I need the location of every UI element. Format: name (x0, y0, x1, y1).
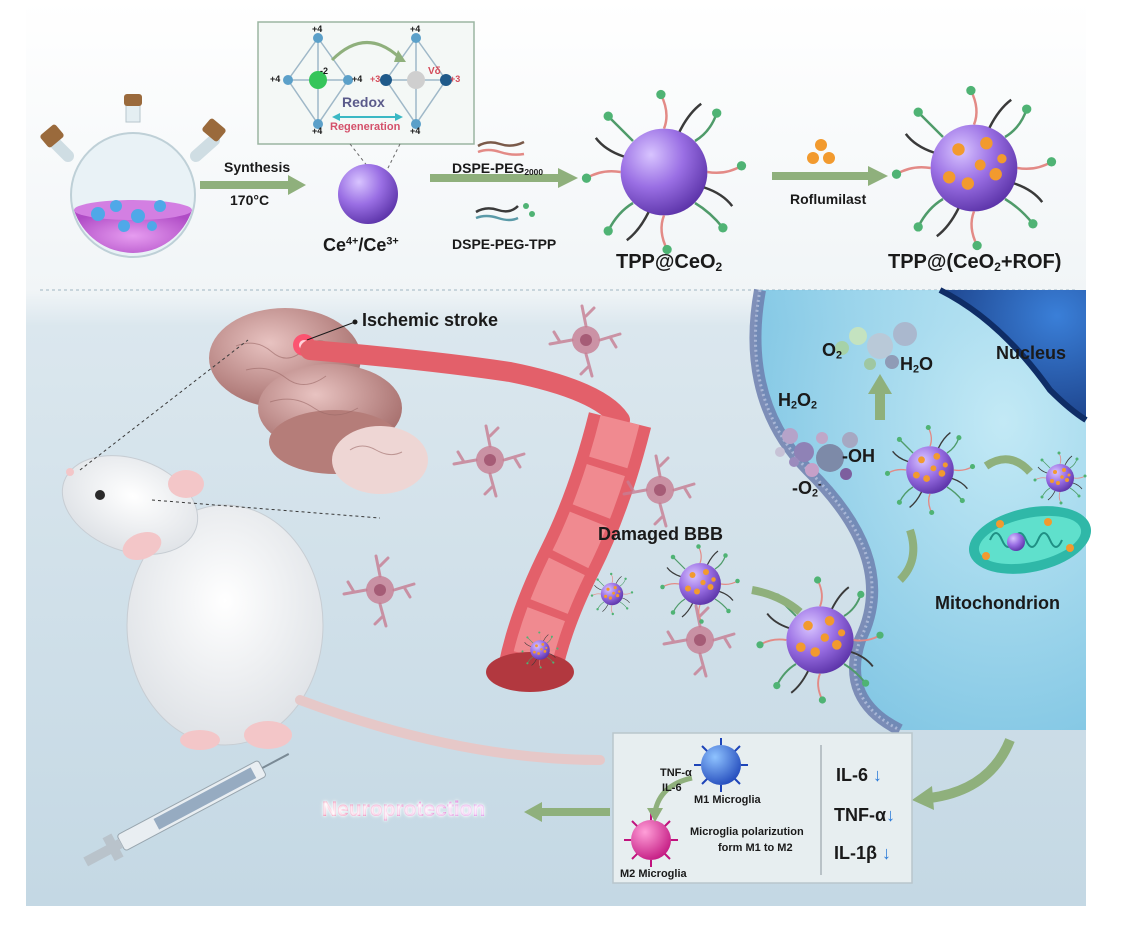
charge-left-right: +4 (352, 74, 363, 84)
polarization-line2: form M1 to M2 (718, 842, 793, 854)
syringe-icon (83, 753, 290, 867)
charge-left-left: +4 (270, 74, 281, 84)
redox-curve-arrow (330, 41, 402, 62)
temperature-label: 170°C (230, 192, 270, 208)
blood-vessel-upper (300, 340, 630, 430)
m1-microglia-label: M1 Microglia (694, 794, 761, 806)
cell-membrane-pattern (754, 289, 901, 732)
m2-microglia-label: M2 Microglia (620, 868, 687, 880)
regeneration-label: Regeneration (330, 121, 401, 133)
inflammation-box (612, 732, 913, 884)
cell-entry-arrow (897, 528, 918, 583)
polarization-line1: Microglia polarizution (690, 826, 804, 838)
neuroprotection-arrowhead (524, 802, 542, 822)
regeneration-left-head (332, 113, 340, 121)
vessel-lumen (486, 652, 574, 692)
dspe-peg-tpp-label: DSPE-PEG-TPP (452, 236, 557, 252)
m2-microglia-icon (624, 813, 678, 867)
polarization-arrowhead (647, 808, 663, 822)
polarization-arrow (652, 775, 693, 813)
charge-top-right: +4 (410, 24, 421, 34)
cell-body (755, 290, 1086, 730)
synthesis-arrowhead (288, 175, 306, 195)
dspe-peg-molecule-icon (477, 140, 525, 156)
ischemic-pointer-line (306, 321, 356, 341)
cytokine-il1b-row: IL-1β ↓ (834, 843, 892, 863)
ischemic-stroke-label: Ischemic stroke (362, 310, 499, 330)
brain-leader-2 (151, 499, 381, 519)
tpp-ceo2-rof-label: TPP@(CeO2+ROF) (888, 251, 1062, 274)
cytokine-arrow (929, 738, 1015, 803)
m1-microglia-icon (694, 738, 748, 792)
lattice-right-atoms (380, 33, 452, 129)
h2o2-label: H2O2 (778, 390, 818, 412)
cytokine-tnf-row: TNF-α↓ (834, 805, 896, 825)
vacancy-label: Vδ (428, 66, 441, 77)
rat-illustration (61, 455, 605, 765)
charge-bottom-right: +4 (410, 126, 421, 136)
down-arrow-icon: ↓ (873, 765, 883, 785)
regeneration-right-head (395, 113, 403, 121)
inset-leader-right (385, 143, 401, 173)
nucleus-envelope (938, 287, 1088, 423)
lattice-left-atoms (283, 33, 353, 129)
blood-vessel-segments (510, 415, 640, 675)
product-bubbles (835, 322, 917, 370)
mitochondrion-label: Mitochondrion (935, 593, 1060, 613)
hydroxyl-label: -OH (842, 446, 875, 466)
tpp-ceo2-label: TPP@CeO2 (616, 251, 723, 274)
roflumilast-label: Roflumilast (790, 191, 867, 207)
roflumilast-drug-icon (807, 139, 835, 164)
il6-small-label: IL-6 (662, 782, 682, 794)
charge-bottom-left: +4 (312, 126, 323, 136)
flask-icon (40, 94, 226, 258)
superoxide-label: -O2- (792, 478, 822, 500)
ros-scavenge-arrowhead (868, 374, 892, 394)
oxygen-label: O2 (822, 340, 843, 362)
dspe-peg-tpp-molecule-icon (475, 203, 535, 222)
synthesis-label: Synthesis (224, 159, 291, 175)
nucleus-label: Nucleus (996, 343, 1067, 363)
ceo2-sphere (338, 164, 398, 224)
roflumilast-arrowhead (868, 166, 888, 186)
water-label: H2O (900, 354, 934, 376)
ce-valence-label: Ce4+/Ce3+ (323, 235, 399, 255)
damaged-bbb-label: Damaged BBB (598, 524, 724, 544)
dspe-peg-label: DSPE-PEG2000 (452, 160, 543, 178)
redox-curve-arrowhead (394, 50, 406, 62)
down-arrow-icon: ↓ (882, 843, 892, 863)
ros-bubbles (775, 428, 858, 480)
to-mitochondrion-arrow (983, 455, 1033, 475)
bbb-crossing-arrow (751, 586, 803, 616)
charge-plus3-right: +3 (450, 74, 461, 84)
cytokine-arrowhead (912, 786, 934, 810)
cytokine-il6-row: IL-6 ↓ (836, 765, 883, 785)
peg-arrowhead (558, 168, 578, 188)
neuroprotection-label: Neuroprotection (322, 798, 486, 821)
charge-plus3-left: +3 (370, 74, 381, 84)
charge-top-left: +4 (312, 24, 323, 34)
mitochondrion (968, 506, 1092, 574)
tnf-alpha-small-label: TNF-α (660, 767, 692, 779)
down-arrow-icon: ↓ (886, 805, 896, 825)
charge-oxygen: -2 (320, 66, 329, 76)
redox-label: Redox (342, 94, 385, 110)
